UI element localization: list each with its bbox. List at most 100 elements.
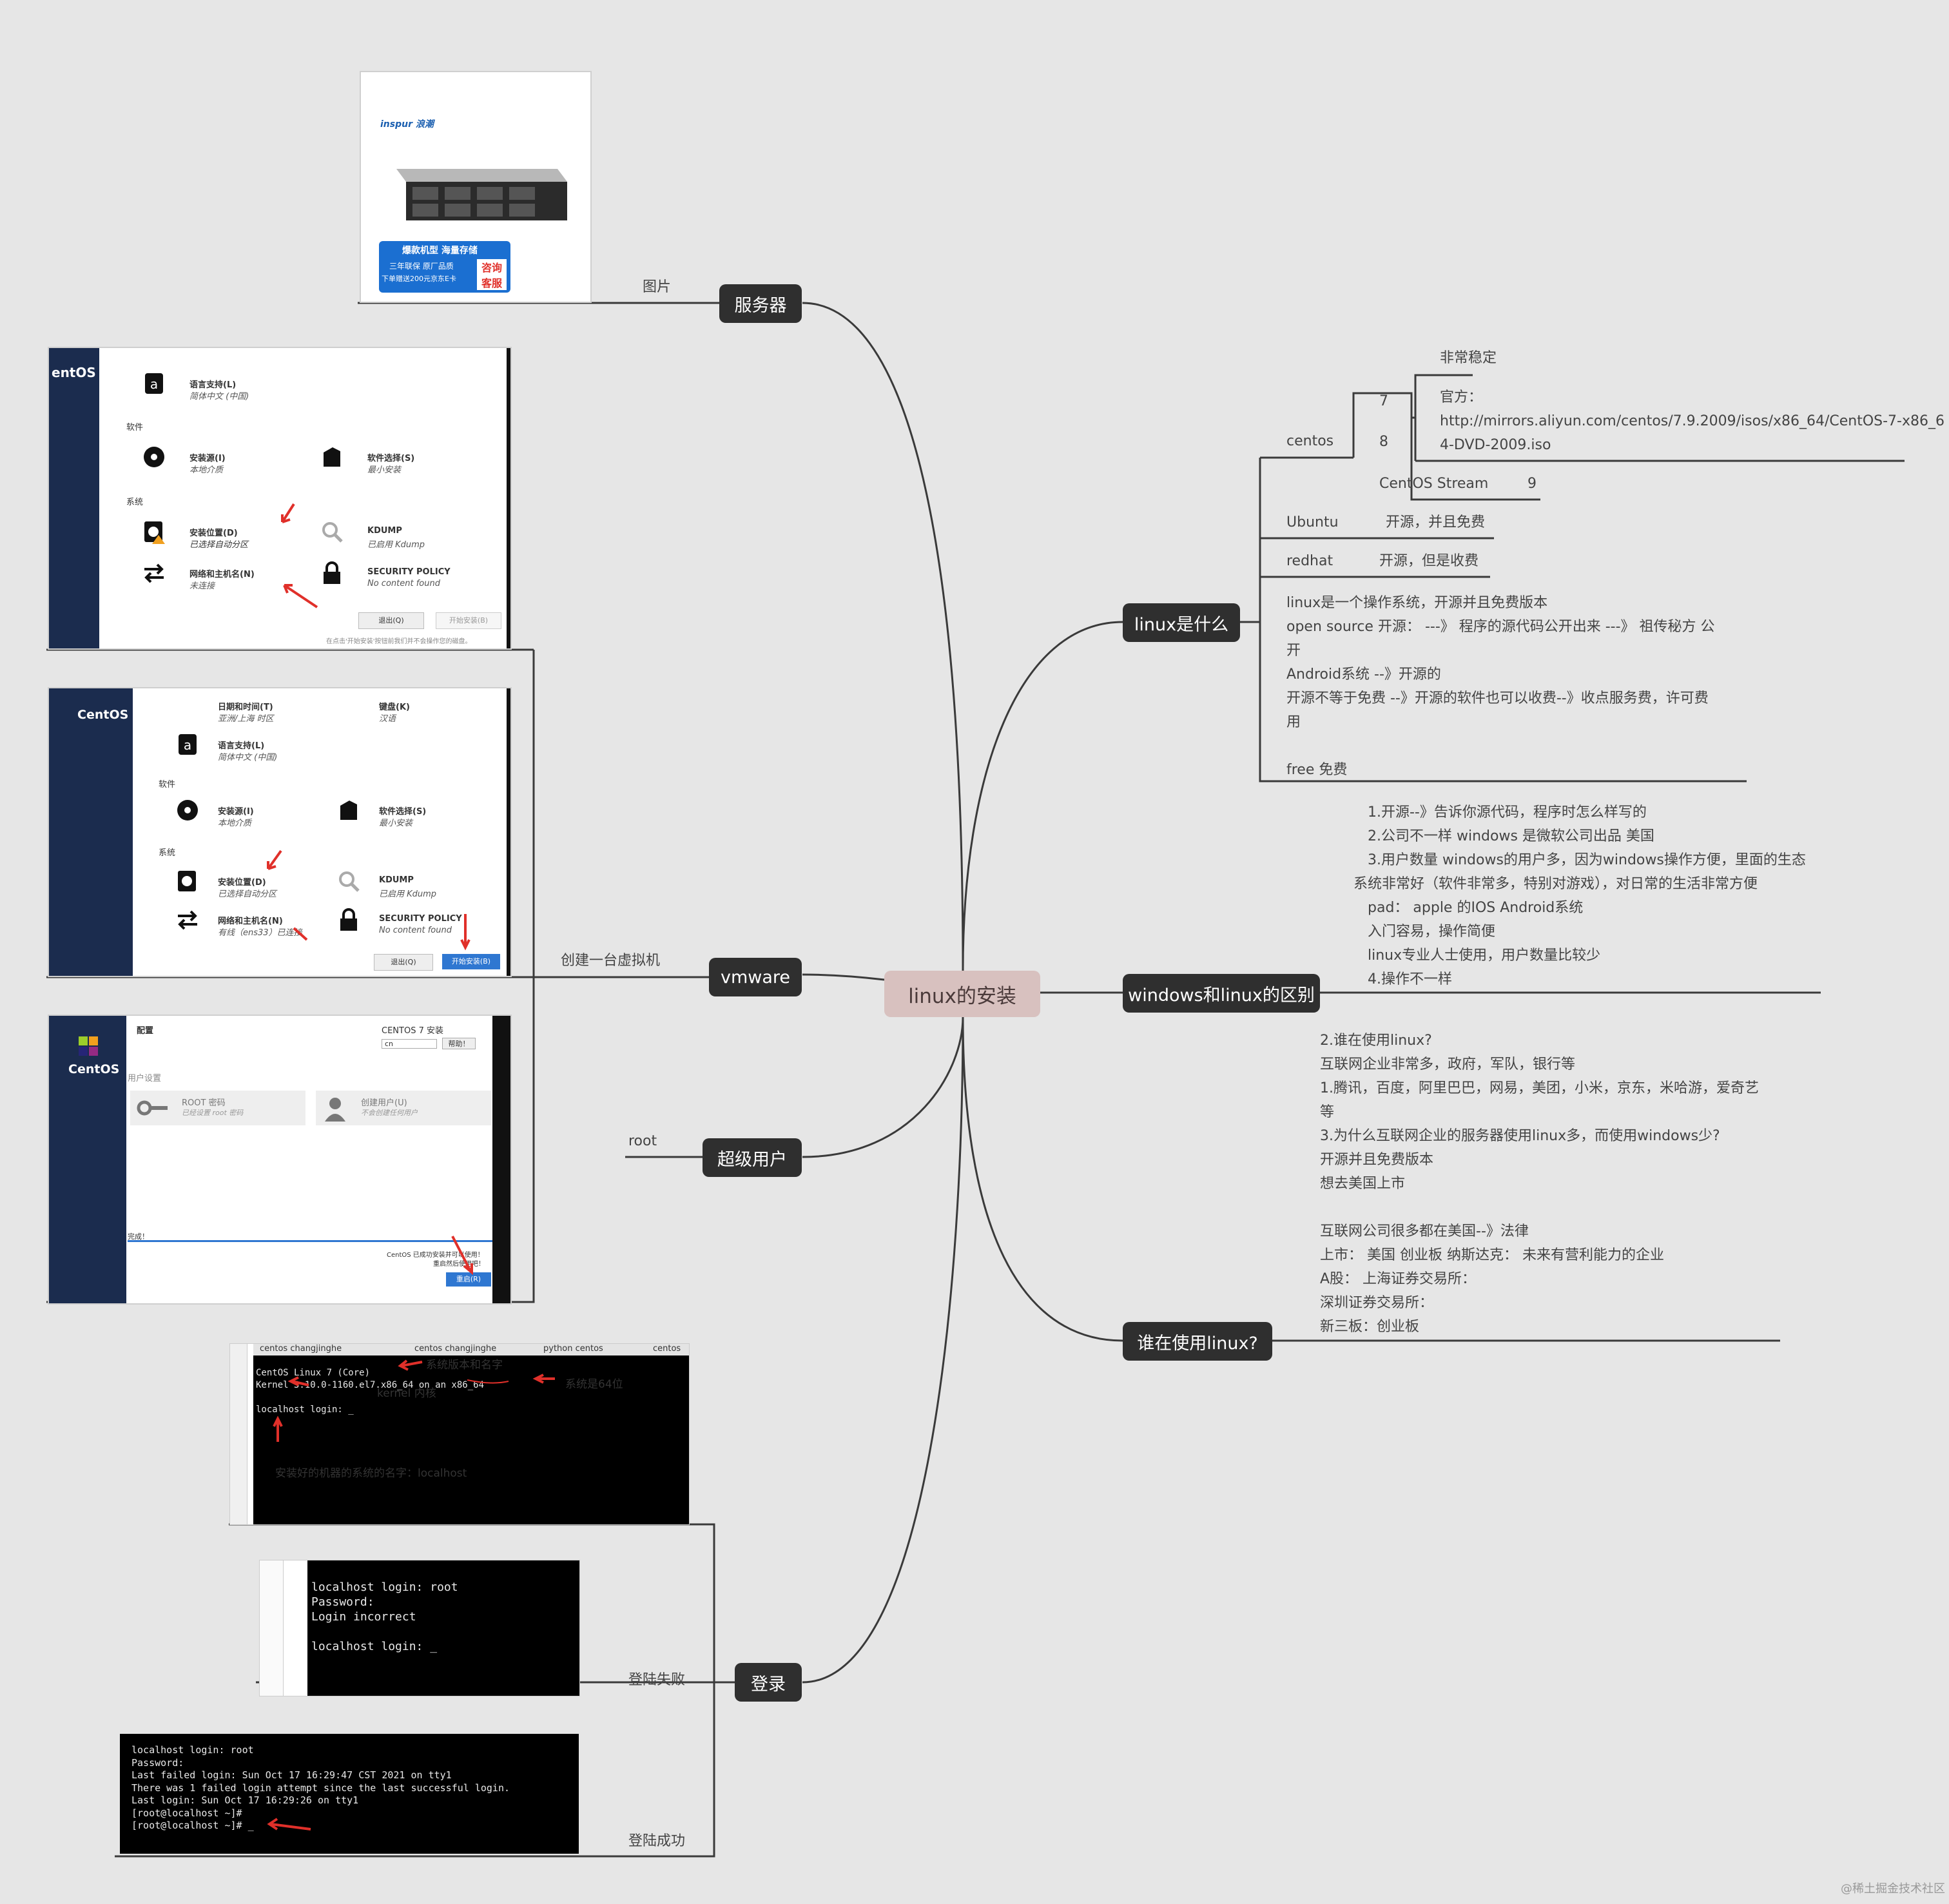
i1-quit-button[interactable]: 退出(Q)	[358, 612, 424, 629]
i3-progress-bar	[128, 1240, 492, 1242]
i1-select-title[interactable]: 软件选择(S)	[367, 454, 415, 463]
i2-lang-title[interactable]: 语言支持(L)	[218, 741, 265, 751]
tab[interactable]: centos	[653, 1344, 681, 1354]
i3-keyboard[interactable]: cn	[382, 1039, 437, 1049]
diff-line: 1.开源--》告诉你源代码，程序时怎么样写的	[1368, 804, 1647, 821]
i3-done: 完成！	[128, 1232, 149, 1241]
i2-kdump-title[interactable]: KDUMP	[379, 875, 414, 885]
network-arrows-icon	[144, 563, 164, 583]
package-icon	[340, 801, 357, 820]
ann-kernel: kernel 内核	[377, 1387, 436, 1400]
i3-reboot-button[interactable]: 重启(R)	[446, 1272, 491, 1287]
who-description: 2.谁在使用linux? 互联网企业非常多，政府，军队，银行等 1.腾讯，百度，…	[1320, 1029, 1759, 1339]
centos-sidebar: CentOS	[49, 688, 133, 976]
i3-user-settings: 用户设置	[128, 1074, 162, 1083]
i2-net-title[interactable]: 网络和主机名(N)	[218, 917, 283, 926]
tab[interactable]: python centos	[543, 1344, 603, 1354]
server-sub-label: 图片	[643, 279, 672, 295]
install-summary-screenshot-1: entOS a 语言支持(L) 简体中文 (中国) 软件 安装源(I) 本地介质…	[48, 347, 512, 650]
console-line: Kernel 3.10.0-1160.el7.x86_64 on an x86_…	[256, 1380, 485, 1390]
node-vmware[interactable]: vmware	[709, 958, 802, 996]
who-line	[1320, 1196, 1759, 1219]
console-screen[interactable]: CentOS Linux 7 (Core) Kernel 3.10.0-1160.…	[253, 1355, 689, 1524]
console-text: CentOS Linux 7 (Core) Kernel 3.10.0-1160.…	[256, 1367, 484, 1416]
who-line: 互联网企业非常多，政府，军队，银行等	[1320, 1056, 1576, 1073]
i2-time-title[interactable]: 日期和时间(T)	[218, 703, 273, 712]
i2-begin-button[interactable]: 开始安装(B)	[442, 954, 500, 969]
i2-dest-title[interactable]: 安装位置(D)	[218, 878, 266, 888]
console-tabs: centos changjinghe centos changjinghe py…	[253, 1344, 689, 1355]
what-centos: centos	[1286, 433, 1334, 449]
red-arrows	[281, 503, 318, 608]
server-banner[interactable]: 爆款机型 海量存储 三年联保 原厂品质 下单赠送200元京东E卡 咨询客服	[379, 241, 510, 293]
console-line: There was 1 failed login attempt since t…	[131, 1782, 510, 1794]
i2-quit-button[interactable]: 退出(Q)	[374, 954, 433, 971]
i2-kbd-title[interactable]: 键盘(K)	[379, 703, 410, 712]
annotation-arrow	[267, 1818, 311, 1831]
what-v9: 9	[1527, 476, 1537, 492]
console-line: Login incorrect	[311, 1610, 416, 1624]
root-node[interactable]: linux的安装	[884, 971, 1040, 1017]
server-brand: inspur 浪潮	[380, 119, 434, 130]
svg-text:a: a	[184, 737, 191, 753]
node-diff[interactable]: windows和linux的区别	[1123, 974, 1320, 1013]
i2-kbd-sub: 汉语	[379, 714, 396, 724]
node-diff-label: windows和linux的区别	[1128, 985, 1315, 1005]
i2-select-title[interactable]: 软件选择(S)	[379, 807, 427, 817]
diff-line: linux专业人士使用，用户数量比较少	[1368, 947, 1601, 964]
what-stable: 非常稳定	[1440, 350, 1497, 366]
i3-help-button[interactable]: 帮助！	[442, 1038, 476, 1049]
diff-description: 1.开源--》告诉你源代码，程序时怎么样写的 2.公司不一样 windows 是…	[1353, 801, 1806, 991]
who-line: 新三板：创业板	[1320, 1319, 1420, 1335]
diff-line: pad： apple 的IOS Android系统	[1368, 900, 1584, 916]
i2-source-title[interactable]: 安装源(I)	[218, 807, 254, 817]
node-superuser[interactable]: 超级用户	[703, 1138, 802, 1177]
disk-warning-icon	[144, 521, 165, 544]
node-what-label: linux是什么	[1134, 614, 1229, 635]
i1-begin-button[interactable]: 开始安装(B)	[436, 612, 501, 629]
i1-sec-title[interactable]: SECURITY POLICY	[367, 567, 451, 577]
node-login[interactable]: 登录	[735, 1663, 802, 1702]
node-server[interactable]: 服务器	[719, 284, 802, 323]
who-line: 深圳证券交易所：	[1320, 1295, 1434, 1311]
node-what[interactable]: linux是什么	[1123, 603, 1240, 642]
i1-kdump-title[interactable]: KDUMP	[367, 526, 402, 536]
what-desc-line: free 免费	[1286, 762, 1348, 778]
centos-logo: entOS	[52, 365, 96, 380]
server-cta: 咨询客服	[477, 259, 507, 290]
what-desc-line: linux是一个操作系统，开源并且免费版本	[1286, 595, 1548, 611]
i3-create-user-spoke[interactable]: 创建用户(U) 不会创建任何用户	[316, 1091, 491, 1125]
login-fail-label: 登陆失败	[628, 1672, 686, 1688]
centos-logo: CentOS	[77, 708, 129, 722]
ann-version: 系统版本和名字	[426, 1359, 503, 1372]
login-success-label: 登陆成功	[628, 1833, 686, 1849]
server-rack-icon	[396, 169, 567, 220]
tab[interactable]: centos changjinghe	[414, 1344, 497, 1354]
console-line: [root@localhost ~]# _	[131, 1820, 254, 1831]
i1-source-title[interactable]: 安装源(I)	[189, 454, 226, 463]
node-who[interactable]: 谁在使用linux?	[1123, 1322, 1272, 1361]
i3-config: 配置	[137, 1026, 154, 1036]
disk-icon	[178, 871, 196, 891]
i1-lang-title[interactable]: 语言支持(L)	[189, 380, 237, 390]
console-line: CentOS Linux 7 (Core)	[256, 1368, 371, 1378]
tab[interactable]: centos changjinghe	[260, 1344, 342, 1354]
disc-icon	[144, 447, 164, 467]
what-url-1[interactable]: http://mirrors.aliyun.com/centos/7.9.200…	[1440, 413, 1944, 429]
what-url-2[interactable]: 4-DVD-2009.iso	[1440, 437, 1551, 453]
diff-line: 入门容易，操作简便	[1368, 924, 1496, 940]
i2-sec-title[interactable]: SECURITY POLICY	[379, 914, 462, 924]
i3-root-password-spoke[interactable]: ROOT 密码 已经设置 root 密码	[130, 1091, 305, 1125]
server-product-image: inspur 浪潮 爆款机型 海量存储 三年联保 原厂品质 下单赠送200元京东…	[360, 71, 592, 303]
what-desc-line: 用	[1286, 714, 1301, 730]
i1-dest-title[interactable]: 安装位置(D)	[189, 529, 238, 538]
i1-net-title[interactable]: 网络和主机名(N)	[189, 570, 255, 579]
i2-system-heading: 系统	[159, 848, 176, 858]
install-summary-screenshot-2: CentOS 日期和时间(T) 亚洲/上海 时区 键盘(K) 汉语 a 语言支持…	[48, 687, 512, 977]
disc-icon	[177, 800, 198, 821]
i2-software-heading: 软件	[159, 780, 176, 790]
console-login-screenshot: centos changjinghe centos changjinghe py…	[229, 1343, 690, 1525]
